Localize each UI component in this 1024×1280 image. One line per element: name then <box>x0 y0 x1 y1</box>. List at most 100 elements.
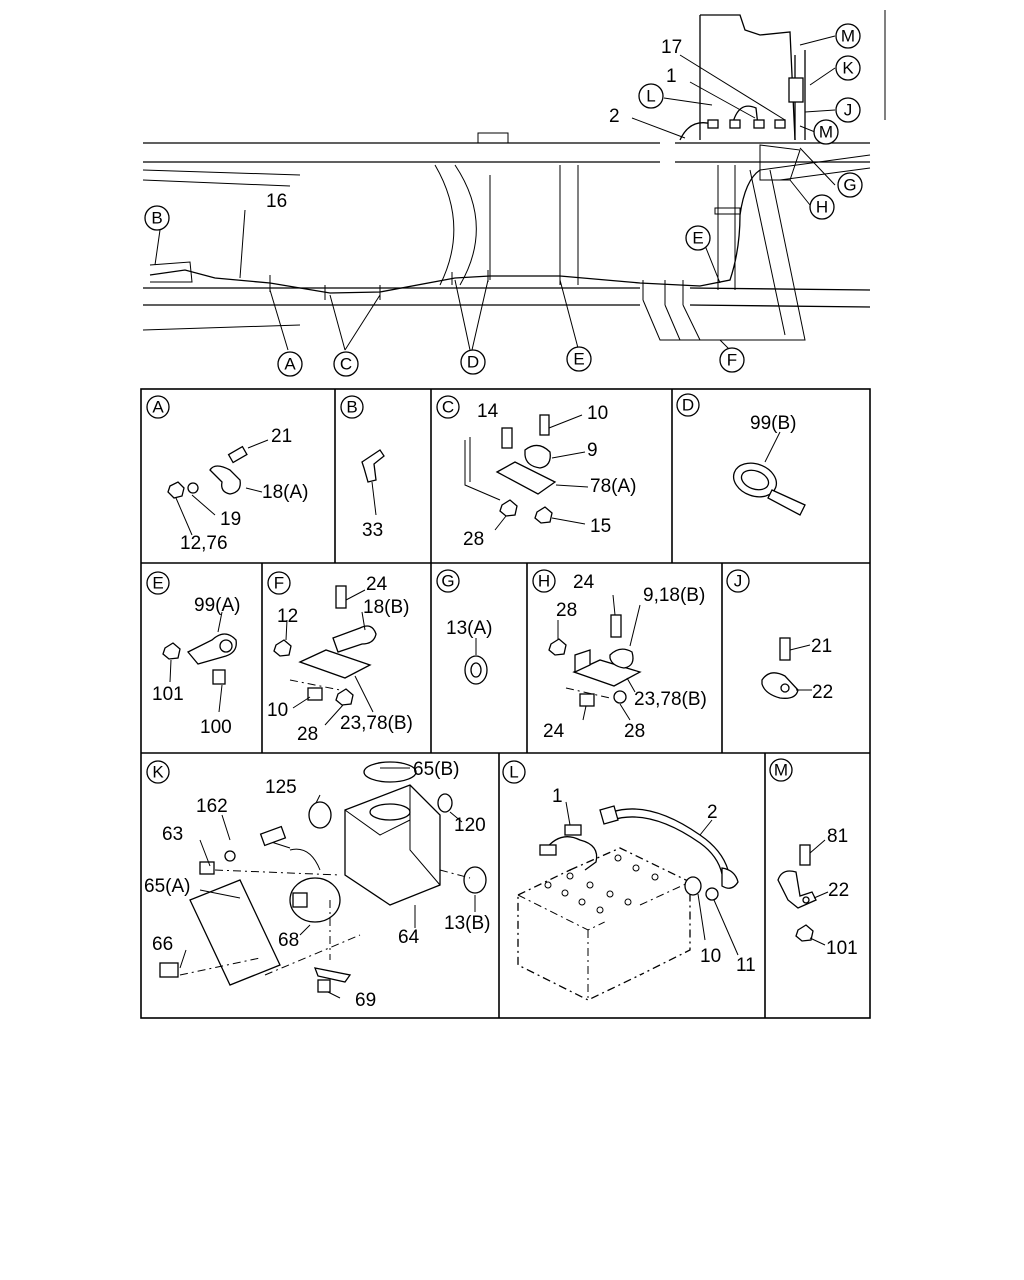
panel-C-letter: C <box>442 398 454 417</box>
label-F-10: 10 <box>267 700 288 721</box>
label-15: 15 <box>590 516 611 537</box>
label-101: 101 <box>152 684 184 705</box>
panel-G-letter: G <box>441 572 454 591</box>
label-F-23-78B: 23,78(B) <box>340 713 413 734</box>
label-33: 33 <box>362 520 383 541</box>
svg-text:J: J <box>844 101 853 120</box>
label-J-22: 22 <box>812 682 833 703</box>
panel-H-letter: H <box>538 572 550 591</box>
frame-rail-lower <box>143 287 871 291</box>
panel-F-letter: F <box>274 574 284 593</box>
label-16: 16 <box>266 191 287 212</box>
svg-text:G: G <box>843 176 856 195</box>
svg-text:B: B <box>151 209 162 228</box>
callout-B-left: B <box>144 205 170 231</box>
label-L-2: 2 <box>707 802 718 823</box>
label-K-162: 162 <box>196 796 228 817</box>
label-K-68: 68 <box>278 930 299 951</box>
label-K-64: 64 <box>398 927 420 948</box>
label-L-11: 11 <box>736 955 756 976</box>
svg-text:K: K <box>842 59 854 78</box>
label-L-10: 10 <box>700 946 721 967</box>
label-F-24: 24 <box>366 574 388 595</box>
label-K-125: 125 <box>265 777 297 798</box>
label-K-13B: 13(B) <box>444 913 490 934</box>
callout-E-bottom: E <box>566 346 592 372</box>
panel-D: D 99(B) <box>676 393 806 516</box>
label-H-24-bottom: 24 <box>543 721 565 742</box>
batteries <box>517 847 691 1001</box>
label-K-65B: 65(B) <box>413 759 459 780</box>
cab-outline <box>699 14 796 141</box>
callout-J-top: J <box>835 97 861 123</box>
label-10: 10 <box>587 403 608 424</box>
label-J-21: 21 <box>811 636 832 657</box>
panel-K: K 65(B) 125 162 120 63 65(A) 68 64 13(B) <box>144 759 490 1011</box>
label-1: 1 <box>666 66 677 87</box>
panel-L-letter: L <box>509 763 518 782</box>
callout-M-top: M <box>835 23 861 49</box>
panel-B-letter: B <box>346 398 357 417</box>
panel-H: H 24 28 9,18(B) 24 23,78(B) 28 <box>532 569 707 742</box>
svg-text:E: E <box>573 350 584 369</box>
label-19: 19 <box>220 509 241 530</box>
panel-M-letter: M <box>774 761 788 780</box>
svg-text:C: C <box>340 355 352 374</box>
svg-text:A: A <box>284 355 296 374</box>
label-99A: 99(A) <box>194 595 240 616</box>
label-H-9-18B: 9,18(B) <box>643 585 705 606</box>
svg-text:L: L <box>646 87 655 106</box>
callout-E-mid: E <box>685 225 711 251</box>
label-M-101: 101 <box>826 938 858 959</box>
label-K-69: 69 <box>355 990 376 1011</box>
panel-J: J 21 22 <box>726 569 833 703</box>
panel-K-letter: K <box>152 763 164 782</box>
label-K-63: 63 <box>162 824 183 845</box>
label-12-76: 12,76 <box>180 533 228 554</box>
svg-text:F: F <box>727 351 737 370</box>
panel-F: F 24 18(B) 12 10 28 23,78(B) <box>267 571 413 745</box>
panel-M: M 81 22 101 <box>769 758 858 959</box>
label-L-1: 1 <box>552 786 563 807</box>
panel-E: E 99(A) 101 100 <box>146 571 240 738</box>
svg-text:M: M <box>841 27 855 46</box>
svg-text:D: D <box>467 353 479 372</box>
panel-G: G 13(A) <box>436 569 492 685</box>
label-K-66: 66 <box>152 934 173 955</box>
callout-D-bottom: D <box>460 349 486 375</box>
harness-16 <box>149 169 761 294</box>
cover-plate <box>189 879 281 986</box>
label-2: 2 <box>609 106 620 127</box>
label-14: 14 <box>477 401 499 422</box>
label-H-28-top: 28 <box>556 600 577 621</box>
label-18A: 18(A) <box>262 482 308 503</box>
housing <box>344 784 441 906</box>
callout-K-top: K <box>835 55 861 81</box>
label-28: 28 <box>463 529 484 550</box>
panel-grid <box>140 388 871 1019</box>
svg-text:H: H <box>816 198 828 217</box>
label-H-23-78B: 23,78(B) <box>634 689 707 710</box>
callout-C-bottom: C <box>333 351 359 377</box>
callout-G-top: G <box>837 172 863 198</box>
label-21: 21 <box>271 426 292 447</box>
callout-M-mid: M <box>813 119 839 145</box>
label-9: 9 <box>587 440 598 461</box>
label-F-12: 12 <box>277 606 298 627</box>
panel-J-letter: J <box>734 572 743 591</box>
callout-F-bottom: F <box>719 347 745 373</box>
frame-overview: M K J M L G H B E A C D E F 17 1 2 16 <box>142 10 886 377</box>
panel-C: C 14 10 9 78(A) 28 15 <box>436 395 636 550</box>
label-99B: 99(B) <box>750 413 796 434</box>
panel-B: B 33 <box>340 395 385 541</box>
label-K-120: 120 <box>454 815 486 836</box>
panel-D-letter: D <box>682 396 694 415</box>
label-17: 17 <box>661 37 682 58</box>
panel-A-letter: A <box>152 398 164 417</box>
panel-E-letter: E <box>152 574 163 593</box>
callout-L-top: L <box>638 83 664 109</box>
label-F-28: 28 <box>297 724 318 745</box>
svg-text:E: E <box>692 229 703 248</box>
label-K-65A: 65(A) <box>144 876 190 897</box>
